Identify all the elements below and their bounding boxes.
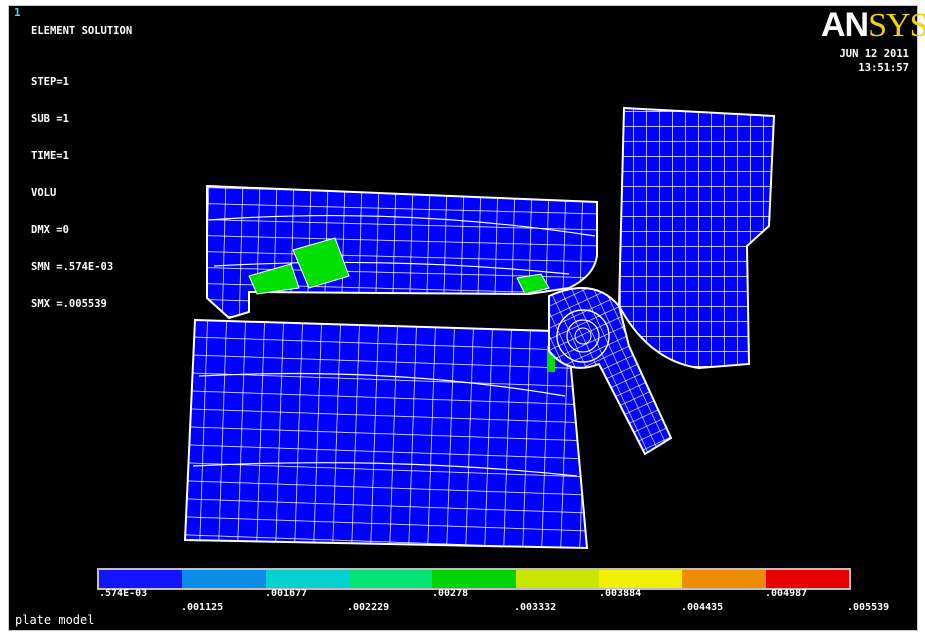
info-volu: VOLU xyxy=(31,187,57,199)
lower-plate[interactable] xyxy=(183,318,589,550)
legend-label: .005539 xyxy=(847,602,890,613)
legend-swatch-4 xyxy=(432,570,516,588)
plot-title: ELEMENT SOLUTION xyxy=(31,25,133,37)
info-smn: SMN =.574E-03 xyxy=(31,261,114,273)
legend-swatch-2 xyxy=(265,570,349,588)
stress-hotspot xyxy=(292,237,350,289)
info-smx: SMX =.005539 xyxy=(31,298,107,310)
legend-label: .003884 xyxy=(599,588,642,599)
legend-swatch-7 xyxy=(682,570,766,588)
legend-swatch-0 xyxy=(99,570,183,588)
plot-caption: plate model xyxy=(15,613,95,627)
ansys-logo: ANSYS xyxy=(821,6,925,44)
contour-legend xyxy=(97,568,851,590)
rivet-region[interactable] xyxy=(548,287,673,456)
legend-label: .001125 xyxy=(181,602,224,613)
graphics-window[interactable]: 1 ELEMENT SOLUTION STEP=1 SUB =1 TIME=1 … xyxy=(8,5,925,631)
fe-model-plot[interactable] xyxy=(9,6,917,630)
legend-label: .004435 xyxy=(681,602,724,613)
stress-hotspot xyxy=(516,273,550,295)
legend-label: .574E-03 xyxy=(99,588,148,599)
right-plate[interactable] xyxy=(617,106,776,370)
time-label: 13:51:57 xyxy=(858,62,909,74)
info-sub: SUB =1 xyxy=(31,113,69,125)
info-dmx: DMX =0 xyxy=(31,224,69,236)
legend-swatch-5 xyxy=(515,570,599,588)
upper-plate[interactable] xyxy=(206,184,598,320)
legend-label: .003332 xyxy=(514,602,557,613)
stress-hotspot xyxy=(248,263,300,295)
legend-swatch-1 xyxy=(182,570,266,588)
legend-swatch-8 xyxy=(765,570,849,588)
legend-label: .00278 xyxy=(432,588,469,599)
date-label: JUN 12 2011 xyxy=(839,48,909,60)
stress-hotspot xyxy=(547,346,555,372)
window-number: 1 xyxy=(14,6,21,19)
legend-label: .001677 xyxy=(265,588,308,599)
info-step: STEP=1 xyxy=(31,76,69,88)
legend-swatch-3 xyxy=(348,570,433,588)
legend-label: .002229 xyxy=(347,602,390,613)
solution-info: STEP=1 SUB =1 TIME=1 VOLU DMX =0 SMN =.5… xyxy=(31,52,113,335)
legend-swatch-6 xyxy=(598,570,683,588)
legend-label: .004987 xyxy=(765,588,808,599)
info-time: TIME=1 xyxy=(31,150,69,162)
